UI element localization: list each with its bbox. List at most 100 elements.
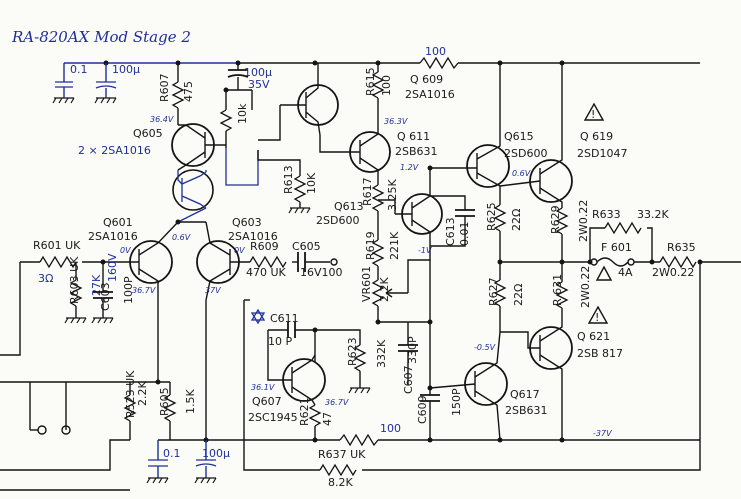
r637-ref: R637 UK	[318, 448, 366, 461]
resistor-r625: R625 22Ω	[485, 202, 523, 265]
volt-q601: 0.6V	[172, 233, 191, 242]
cap-top-100u: 100μ	[94, 63, 140, 104]
r631-ref: R 631	[551, 274, 564, 306]
q617-ref: Q617	[510, 388, 540, 401]
r609-value: 470 UK	[246, 266, 287, 279]
r623-ref: R623	[346, 337, 359, 366]
output-bus: F 601 4A R635 2W0.22	[500, 240, 741, 281]
c605-value: 16V100	[300, 266, 343, 279]
capacitor-c607: C607 330P	[375, 319, 419, 394]
capacitor-c605: C605 16V100	[292, 240, 343, 279]
resistor-r613: R613 10K	[257, 150, 318, 214]
r631-value: 2W0.22	[579, 266, 592, 308]
transistor-q611: Q 611 2SB631 1.2V	[319, 128, 438, 180]
bottom-supply-rail: 100 -37V	[157, 300, 700, 447]
capacitor-c613: C613 0.01	[430, 195, 475, 247]
transistor-q617: Q617 2SB631 -0.5V	[429, 331, 548, 441]
transistor-q609: Q 609 2SA1016	[258, 63, 455, 141]
transistor-q613: Q613 2SD600 -1V	[316, 165, 443, 255]
svg-text:!: !	[595, 311, 599, 324]
q609-type: 2SA1016	[405, 88, 455, 101]
r635-ref: R635	[667, 241, 696, 254]
r523-value: 2.2K	[136, 381, 149, 406]
c613-value: 0.01	[458, 222, 471, 247]
resistor-r619: R619 221K	[364, 226, 401, 280]
r617-value: 3.25K	[386, 179, 399, 211]
r619-ref: R619	[364, 231, 377, 260]
input-wire	[0, 262, 21, 356]
r615-value: 100	[380, 75, 393, 96]
q607-type: 2SC1945	[248, 411, 298, 424]
q621-ref: Q 621	[577, 330, 610, 343]
q603-type: 2SA1016	[228, 230, 278, 243]
f601-value: 4A	[618, 266, 633, 279]
r609-ref: R609	[250, 240, 279, 253]
transistor-q605: Q605 2 × 2SA1016 36.4V	[78, 115, 226, 171]
resistor-r631: R 631 2W0.22	[551, 262, 592, 325]
cap-top-0.1: 0.1	[52, 63, 88, 104]
cap-35v-label: 35V	[248, 78, 270, 91]
cap-bot1-label: 0.1	[163, 447, 181, 460]
r-bot-100-label: 100	[380, 422, 401, 435]
r603-ref: R603 UK	[68, 256, 81, 304]
q621-type: 2SB 817	[577, 347, 623, 360]
c613-ref: C613	[444, 217, 457, 246]
q613-type: 2SD600	[316, 214, 359, 227]
r621-ref: R621	[298, 397, 311, 426]
r625-ref: R625	[485, 202, 498, 231]
transistor-q621: Q 621 2SB 817 !	[500, 305, 623, 440]
r619-value: 221K	[388, 231, 401, 260]
cap-top1-label: 0.1	[70, 63, 88, 76]
r627-ref: R627	[487, 277, 500, 306]
r629-ref: R629	[549, 205, 562, 234]
c611-value: 10 P	[268, 335, 292, 348]
c607-ref: C607	[402, 365, 415, 394]
left-clipped-circuit	[0, 381, 130, 491]
resistor-r609: R609 470 UK	[246, 240, 298, 279]
r605-value: 1.5K	[184, 389, 197, 414]
r615-ref: R615	[364, 67, 377, 96]
r635-value: 2W0.22	[652, 266, 694, 279]
capacitor-c609: C609 150P	[408, 260, 463, 440]
r603-value: 27K	[90, 274, 103, 296]
resistor-r627: R627 22Ω	[487, 262, 525, 332]
c611-ref: C611	[270, 312, 299, 325]
volt-rail-neg: -37V	[593, 429, 612, 438]
transistor-q601: Q601 2SA1016 0.6V 0V 36.7V	[20, 216, 191, 300]
schematic-title: RA-820AX Mod Stage 2	[11, 28, 191, 46]
r625-value: 22Ω	[510, 209, 523, 231]
q611-type: 2SB631	[395, 145, 438, 158]
cap-100u-35v: 100μ 35V	[227, 63, 272, 91]
volt-q607c: 36.1V	[251, 383, 275, 392]
f601-ref: F 601	[601, 241, 632, 254]
resistor-r629: R629 2W0.22	[549, 200, 590, 265]
transistor-q619: Q 619 2SD1047 !	[499, 63, 627, 208]
q619-ref: Q 619	[580, 130, 613, 143]
resistor-10k-pen: 10k	[219, 87, 253, 148]
cap-100u-label: 100μ	[244, 66, 272, 79]
resistor-r523: R523 UK 2.2K	[123, 370, 149, 440]
cap-bot2-label: 100μ	[202, 447, 230, 460]
r601-ref: R601 UK	[33, 239, 81, 252]
r10k-a-label: 10k	[236, 103, 249, 124]
r613-value: 10K	[305, 172, 318, 194]
q605-ref: Q605	[133, 127, 163, 140]
c609-ref: C609	[416, 395, 429, 424]
c603-ref: C603	[99, 282, 112, 311]
q619-type: 2SD1047	[577, 147, 627, 160]
r627-value: 22Ω	[512, 284, 525, 306]
volt-q611b: 1.2V	[400, 163, 419, 172]
r607-ref: R607	[158, 73, 171, 102]
volt-r615: 36.3V	[384, 117, 408, 126]
r605-ref: R605	[158, 387, 171, 416]
transistor-q615: Q615 2SD600 0.6V	[430, 63, 547, 205]
r621-value: 47	[321, 412, 334, 426]
volt-q601b: 0V	[120, 246, 131, 255]
transistor-q607: Q607 2SC1945 36.1V 36.7V	[248, 345, 349, 424]
q603-ref: Q603	[232, 216, 262, 229]
c603-value2: 100P	[122, 276, 135, 304]
c607-value: 330P	[406, 336, 419, 364]
r601-value: 3Ω	[38, 272, 53, 285]
resistor-r617: R617 3.25K	[361, 177, 399, 226]
